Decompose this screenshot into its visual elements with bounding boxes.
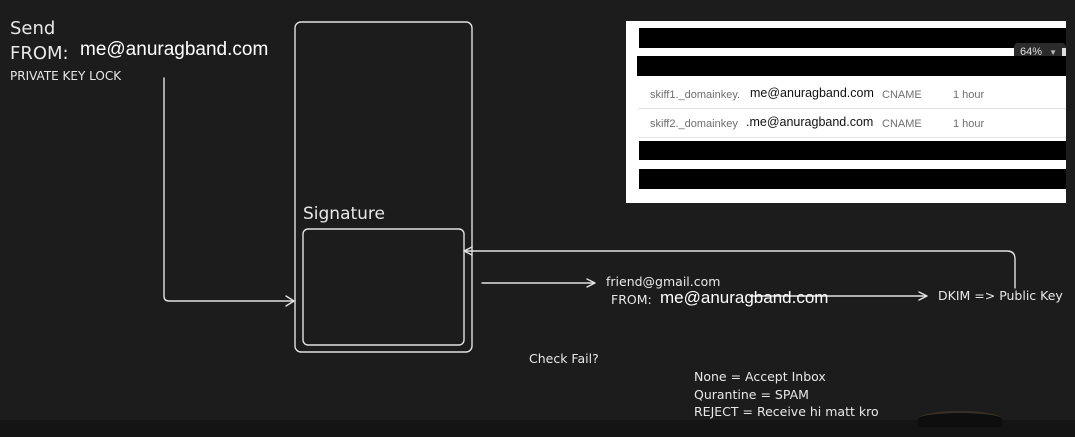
sender-arrowhead (285, 295, 295, 307)
return-arrowhead (463, 246, 473, 256)
message-outline (294, 21, 473, 353)
dkim-label: DKIM => Public Key (938, 288, 1063, 303)
record-ttl: 1 hour (953, 118, 985, 130)
dns-record-row: skiff1._domainkey. me@anuragband.com CNA… (638, 81, 1066, 109)
send-label: Send (10, 18, 56, 39)
dkim-return-arrow (464, 250, 1016, 289)
record-type: CNAME (882, 89, 922, 101)
signature-label: Signature (303, 204, 386, 224)
bottom-strip (0, 420, 1075, 437)
record-name: skiff1._domainkey. (650, 89, 741, 101)
recipient-arrowhead (586, 278, 596, 288)
policy-reject: REJECT = Receive hi matt kro (694, 404, 879, 419)
signature-outline (302, 228, 465, 346)
chevron-down-icon: ▼ (1049, 48, 1058, 57)
redaction-bar (637, 56, 1066, 76)
check-fail-question: Check Fail? (529, 351, 599, 366)
dns-record-row: skiff2._domainkey .me@anuragband.com CNA… (638, 110, 1066, 138)
redaction-bar (639, 169, 1066, 189)
record-name-overlay: .me@anuragband.com (746, 115, 874, 129)
redaction-bar (639, 28, 1066, 48)
sender-to-signature-arrow (163, 77, 294, 302)
from-label: FROM: (10, 43, 69, 64)
from-address: me@anuragband.com (80, 39, 269, 60)
dns-records-panel: 64% ▼ skiff1._domainkey. me@anuragband.c… (626, 21, 1066, 203)
private-key-label: PRIVATE KEY LOCK (10, 69, 122, 83)
policy-quarantine: Qurantine = SPAM (694, 387, 809, 402)
record-type: CNAME (882, 118, 922, 130)
record-name-overlay: me@anuragband.com (750, 86, 874, 100)
policy-none: None = Accept Inbox (694, 369, 826, 384)
record-name: skiff2._domainkey (650, 118, 738, 130)
zoom-level: 64% (1020, 46, 1043, 58)
redaction-bar (639, 141, 1066, 160)
recipient-from-label: FROM: (611, 292, 652, 307)
webcam-edge (918, 411, 1002, 427)
record-ttl: 1 hour (953, 89, 985, 101)
dkim-arrowhead (918, 291, 928, 301)
recipient-address: friend@gmail.com (606, 274, 721, 289)
recipient-from-address: me@anuragband.com (660, 288, 829, 307)
zoom-tail (1062, 48, 1066, 56)
